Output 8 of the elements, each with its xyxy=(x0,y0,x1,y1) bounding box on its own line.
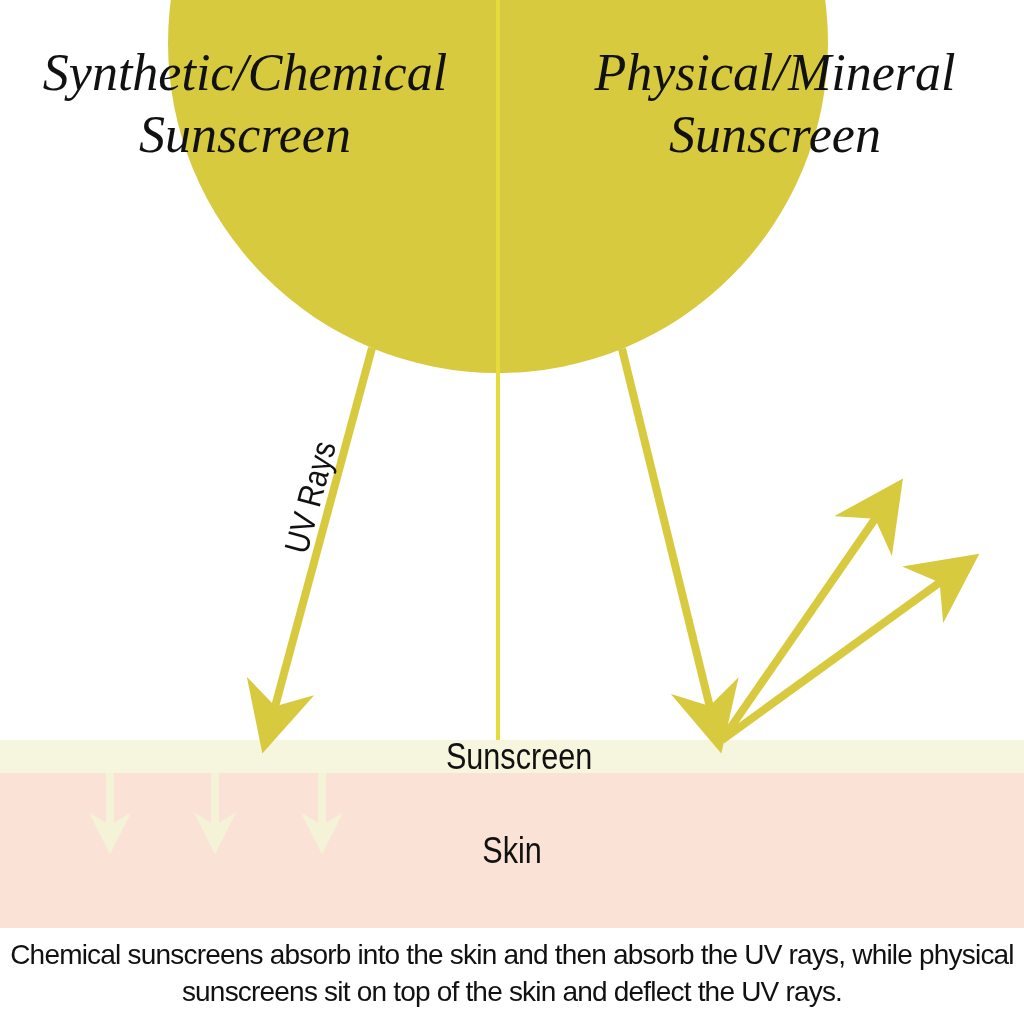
layer-label: Skin xyxy=(482,832,542,869)
skin-layer xyxy=(0,773,1024,928)
sunscreen-layer xyxy=(0,740,1024,773)
arrow xyxy=(246,346,376,754)
edge-label: UV Rays xyxy=(275,436,345,559)
caption: Chemical sunscreens absorb into the skin and then absorb the UV rays, while physical sunscreens sit on top of the skin and deflect the UV rays. xyxy=(9,938,1015,1009)
layer-label: Sunscreen xyxy=(445,738,593,775)
arrow xyxy=(618,347,739,754)
